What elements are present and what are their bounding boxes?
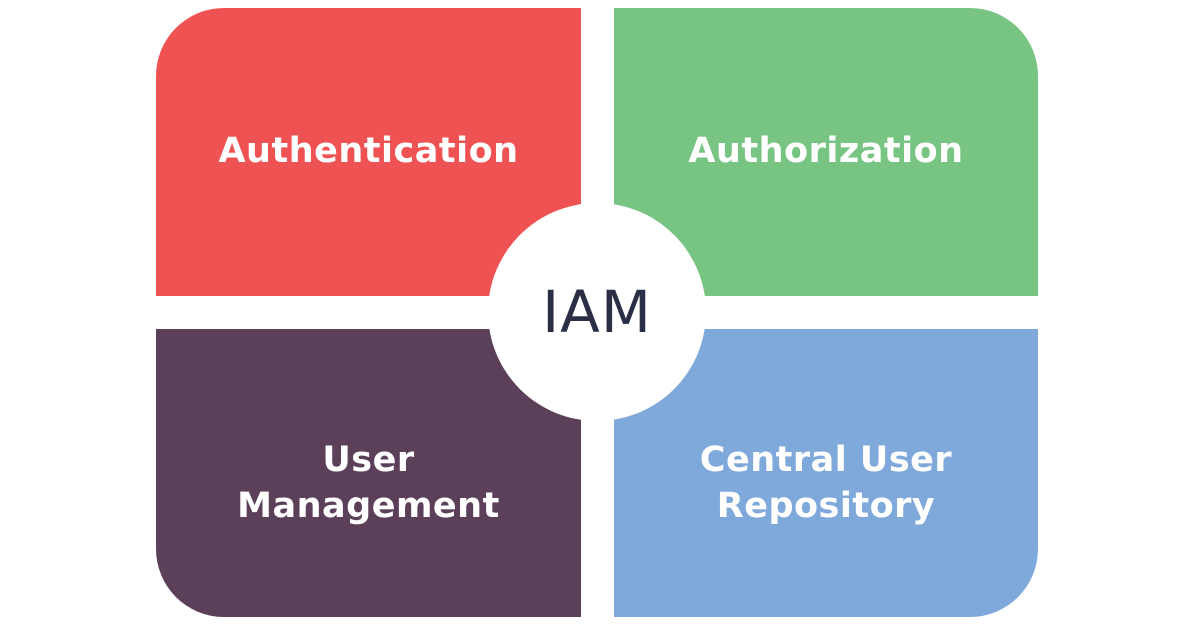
center-circle: IAM: [488, 203, 706, 421]
quadrant-label: User Management: [237, 440, 500, 526]
center-label: IAM: [542, 278, 652, 346]
quadrant-user-management: User Management: [156, 329, 581, 617]
quadrant-label: Authentication: [218, 131, 519, 171]
quadrant-label: Authorization: [688, 131, 964, 171]
quadrant-label: Central User Repository: [699, 440, 953, 526]
quadrant-central-user-repository: Central User Repository: [614, 329, 1038, 617]
quadrant-authentication: Authentication: [156, 8, 581, 296]
